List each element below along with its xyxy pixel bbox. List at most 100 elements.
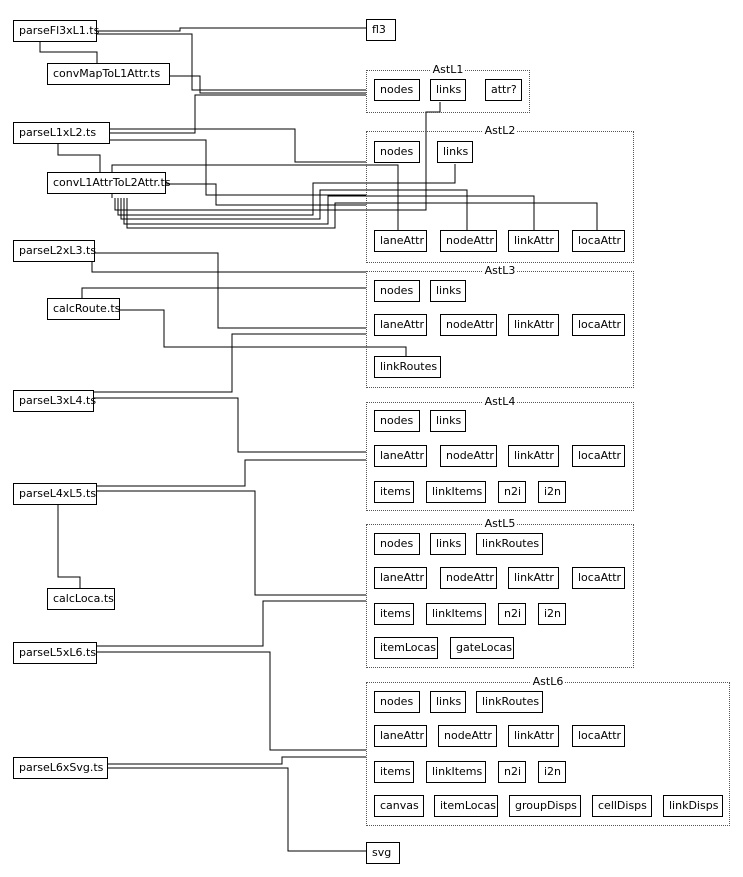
connector: [108, 767, 366, 852]
ast-l6-link-attr[interactable]: linkAttr: [508, 725, 559, 747]
ast-l5-loca-attr[interactable]: locaAttr: [572, 567, 625, 589]
group-title: AstL4: [482, 395, 518, 408]
group-ast-l5: AstL5: [366, 517, 634, 668]
ast-l6-link-items[interactable]: linkItems: [426, 761, 486, 783]
ast-l6-link-disps[interactable]: linkDisps: [663, 795, 723, 817]
group-ast-l1: AstL1: [366, 63, 530, 113]
file-conv-map-l1-attr[interactable]: convMapToL1Attr.ts: [47, 63, 170, 85]
ast-l5-gate-locas[interactable]: gateLocas: [450, 637, 514, 659]
ast-l6-lane-attr[interactable]: laneAttr: [374, 725, 427, 747]
group-title: AstL6: [530, 675, 566, 688]
connector: [97, 600, 366, 647]
ast-l5-n2i[interactable]: n2i: [498, 603, 526, 625]
ast-l6-nodes[interactable]: nodes: [374, 691, 420, 713]
file-parse-l3-l4[interactable]: parseL3xL4.ts: [13, 390, 96, 412]
ast-l6-cell-disps[interactable]: cellDisps: [592, 795, 652, 817]
connector: [57, 144, 101, 172]
ast-l6-node-attr[interactable]: nodeAttr: [438, 725, 497, 747]
ast-l5-links[interactable]: links: [430, 533, 466, 555]
connector: [110, 128, 366, 163]
group-title: AstL1: [430, 63, 466, 76]
connector: [97, 490, 366, 596]
file-calc-route[interactable]: calcRoute.ts: [47, 298, 120, 320]
file-parse-fl3-l1[interactable]: parseFl3xL1.ts: [13, 20, 99, 42]
ast-l5-link-attr[interactable]: linkAttr: [508, 567, 559, 589]
ast-l6-link-routes[interactable]: linkRoutes: [476, 691, 543, 713]
ast-l5-lane-attr[interactable]: laneAttr: [374, 567, 427, 589]
connector: [95, 252, 366, 329]
group-title: AstL2: [482, 124, 518, 137]
ast-l6-links[interactable]: links: [430, 691, 466, 713]
group-ast-l4: AstL4: [366, 395, 634, 511]
output-svg[interactable]: svg: [366, 842, 400, 864]
file-parse-l1-l2[interactable]: parseL1xL2.ts: [13, 122, 110, 144]
connector: [126, 198, 598, 235]
ast-l6-item-locas[interactable]: itemLocas: [434, 795, 498, 817]
file-parse-l5-l6[interactable]: parseL5xL6.ts: [13, 642, 97, 664]
ast-l1-links[interactable]: links: [430, 79, 466, 101]
file-parse-l6-svg[interactable]: parseL6xSvg.ts: [13, 757, 108, 779]
file-parse-l4-l5[interactable]: parseL4xL5.ts: [13, 483, 97, 505]
connector: [97, 651, 366, 751]
ast-l4-node-attr[interactable]: nodeAttr: [440, 445, 497, 467]
ast-l5-node-attr[interactable]: nodeAttr: [440, 567, 497, 589]
connector: [91, 262, 366, 273]
ast-l6-items[interactable]: items: [374, 761, 414, 783]
ast-l4-items[interactable]: items: [374, 481, 414, 503]
ast-l2-loca-attr[interactable]: locaAttr: [572, 230, 625, 252]
ast-l4-lane-attr[interactable]: laneAttr: [374, 445, 427, 467]
ast-l3-lane-attr[interactable]: laneAttr: [374, 314, 427, 336]
ast-l3-links[interactable]: links: [430, 280, 466, 302]
connector: [94, 333, 366, 393]
connector: [170, 75, 366, 94]
ast-l5-link-routes[interactable]: linkRoutes: [476, 533, 543, 555]
ast-l6-canvas[interactable]: canvas: [374, 795, 424, 817]
ast-l4-n2i[interactable]: n2i: [498, 481, 526, 503]
ast-l4-loca-attr[interactable]: locaAttr: [572, 445, 625, 467]
ast-l2-node-attr[interactable]: nodeAttr: [440, 230, 497, 252]
connector: [108, 756, 366, 765]
group-title: AstL5: [482, 517, 518, 530]
ast-l4-link-items[interactable]: linkItems: [426, 481, 486, 503]
connector: [110, 94, 366, 134]
ast-l5-link-items[interactable]: linkItems: [426, 603, 486, 625]
ast-l5-items[interactable]: items: [374, 603, 414, 625]
connector: [114, 102, 441, 211]
file-calc-loca[interactable]: calcLoca.ts: [47, 588, 115, 610]
file-parse-l2-l3[interactable]: parseL2xL3.ts: [13, 240, 96, 262]
ast-l3-loca-attr[interactable]: locaAttr: [572, 314, 625, 336]
ast-l3-node-attr[interactable]: nodeAttr: [440, 314, 497, 336]
file-conv-l1-attr-l2-attr[interactable]: convL1AttrToL2Attr.ts: [47, 172, 171, 194]
ast-l2-lane-attr[interactable]: laneAttr: [374, 230, 427, 252]
connector: [117, 164, 456, 216]
ast-l5-item-locas[interactable]: itemLocas: [374, 637, 438, 659]
ast-l3-link-routes[interactable]: linkRoutes: [374, 356, 441, 378]
ast-l4-i2n[interactable]: i2n: [538, 481, 566, 503]
ast-l3-link-attr[interactable]: linkAttr: [508, 314, 559, 336]
ast-l6-loca-attr[interactable]: locaAttr: [572, 725, 625, 747]
connector: [110, 139, 366, 196]
connector: [57, 504, 81, 588]
ast-l3-nodes[interactable]: nodes: [374, 280, 420, 302]
connector: [166, 183, 366, 206]
ast-l4-links[interactable]: links: [430, 410, 466, 432]
ast-l5-nodes[interactable]: nodes: [374, 533, 420, 555]
ast-l2-nodes[interactable]: nodes: [374, 141, 420, 163]
input-fl3[interactable]: fl3: [366, 19, 396, 41]
ast-l4-link-attr[interactable]: linkAttr: [508, 445, 559, 467]
ast-l1-attr[interactable]: attr?: [485, 79, 522, 101]
ast-l2-link-attr[interactable]: linkAttr: [508, 230, 559, 252]
ast-l5-i2n[interactable]: i2n: [538, 603, 566, 625]
ast-l4-nodes[interactable]: nodes: [374, 410, 420, 432]
ast-l1-nodes[interactable]: nodes: [374, 79, 420, 101]
group-ast-l6: AstL6: [366, 675, 730, 826]
ast-l6-i2n[interactable]: i2n: [538, 761, 566, 783]
group-ast-l3: AstL3: [366, 264, 634, 388]
connector: [81, 287, 366, 298]
ast-l6-group-disps[interactable]: groupDisps: [509, 795, 581, 817]
ast-l2-links[interactable]: links: [437, 141, 473, 163]
ast-l6-n2i[interactable]: n2i: [498, 761, 526, 783]
connector: [94, 397, 366, 453]
connector: [97, 33, 366, 91]
